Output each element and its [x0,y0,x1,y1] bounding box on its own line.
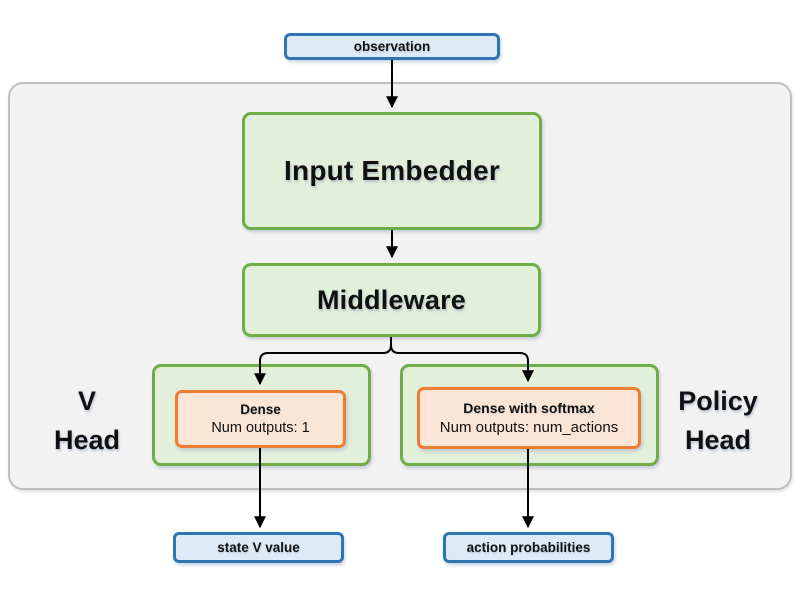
input-embedder-label: Input Embedder [284,155,500,186]
input-embedder-node: Input Embedder [242,112,542,230]
v-head-dense-node: Dense Num outputs: 1 [175,390,346,448]
action-probabilities-node: action probabilities [443,532,614,563]
v-head-label-line2: Head [53,425,121,455]
policy-head-label: Policy Head [660,382,776,460]
v-head-dense-outputs: Num outputs: 1 [211,420,310,436]
v-head-label: V Head [28,382,146,460]
policy-head-dense-title: Dense with softmax [463,400,595,416]
v-head-label-line1: V [77,386,96,416]
middleware-node: Middleware [242,263,541,337]
state-v-value-label: state V value [217,540,300,555]
policy-head-dense-node: Dense with softmax Num outputs: num_acti… [417,387,641,449]
state-v-value-node: state V value [173,532,344,563]
policy-head-dense-outputs: Num outputs: num_actions [439,419,619,436]
policy-head-label-line1: Policy [678,386,758,416]
v-head-dense-title: Dense [240,402,281,417]
middleware-label: Middleware [316,284,467,315]
observation-label: observation [353,39,431,54]
policy-head-label-line2: Head [684,425,752,455]
observation-node: observation [284,33,500,60]
action-probabilities-label: action probabilities [466,540,591,555]
